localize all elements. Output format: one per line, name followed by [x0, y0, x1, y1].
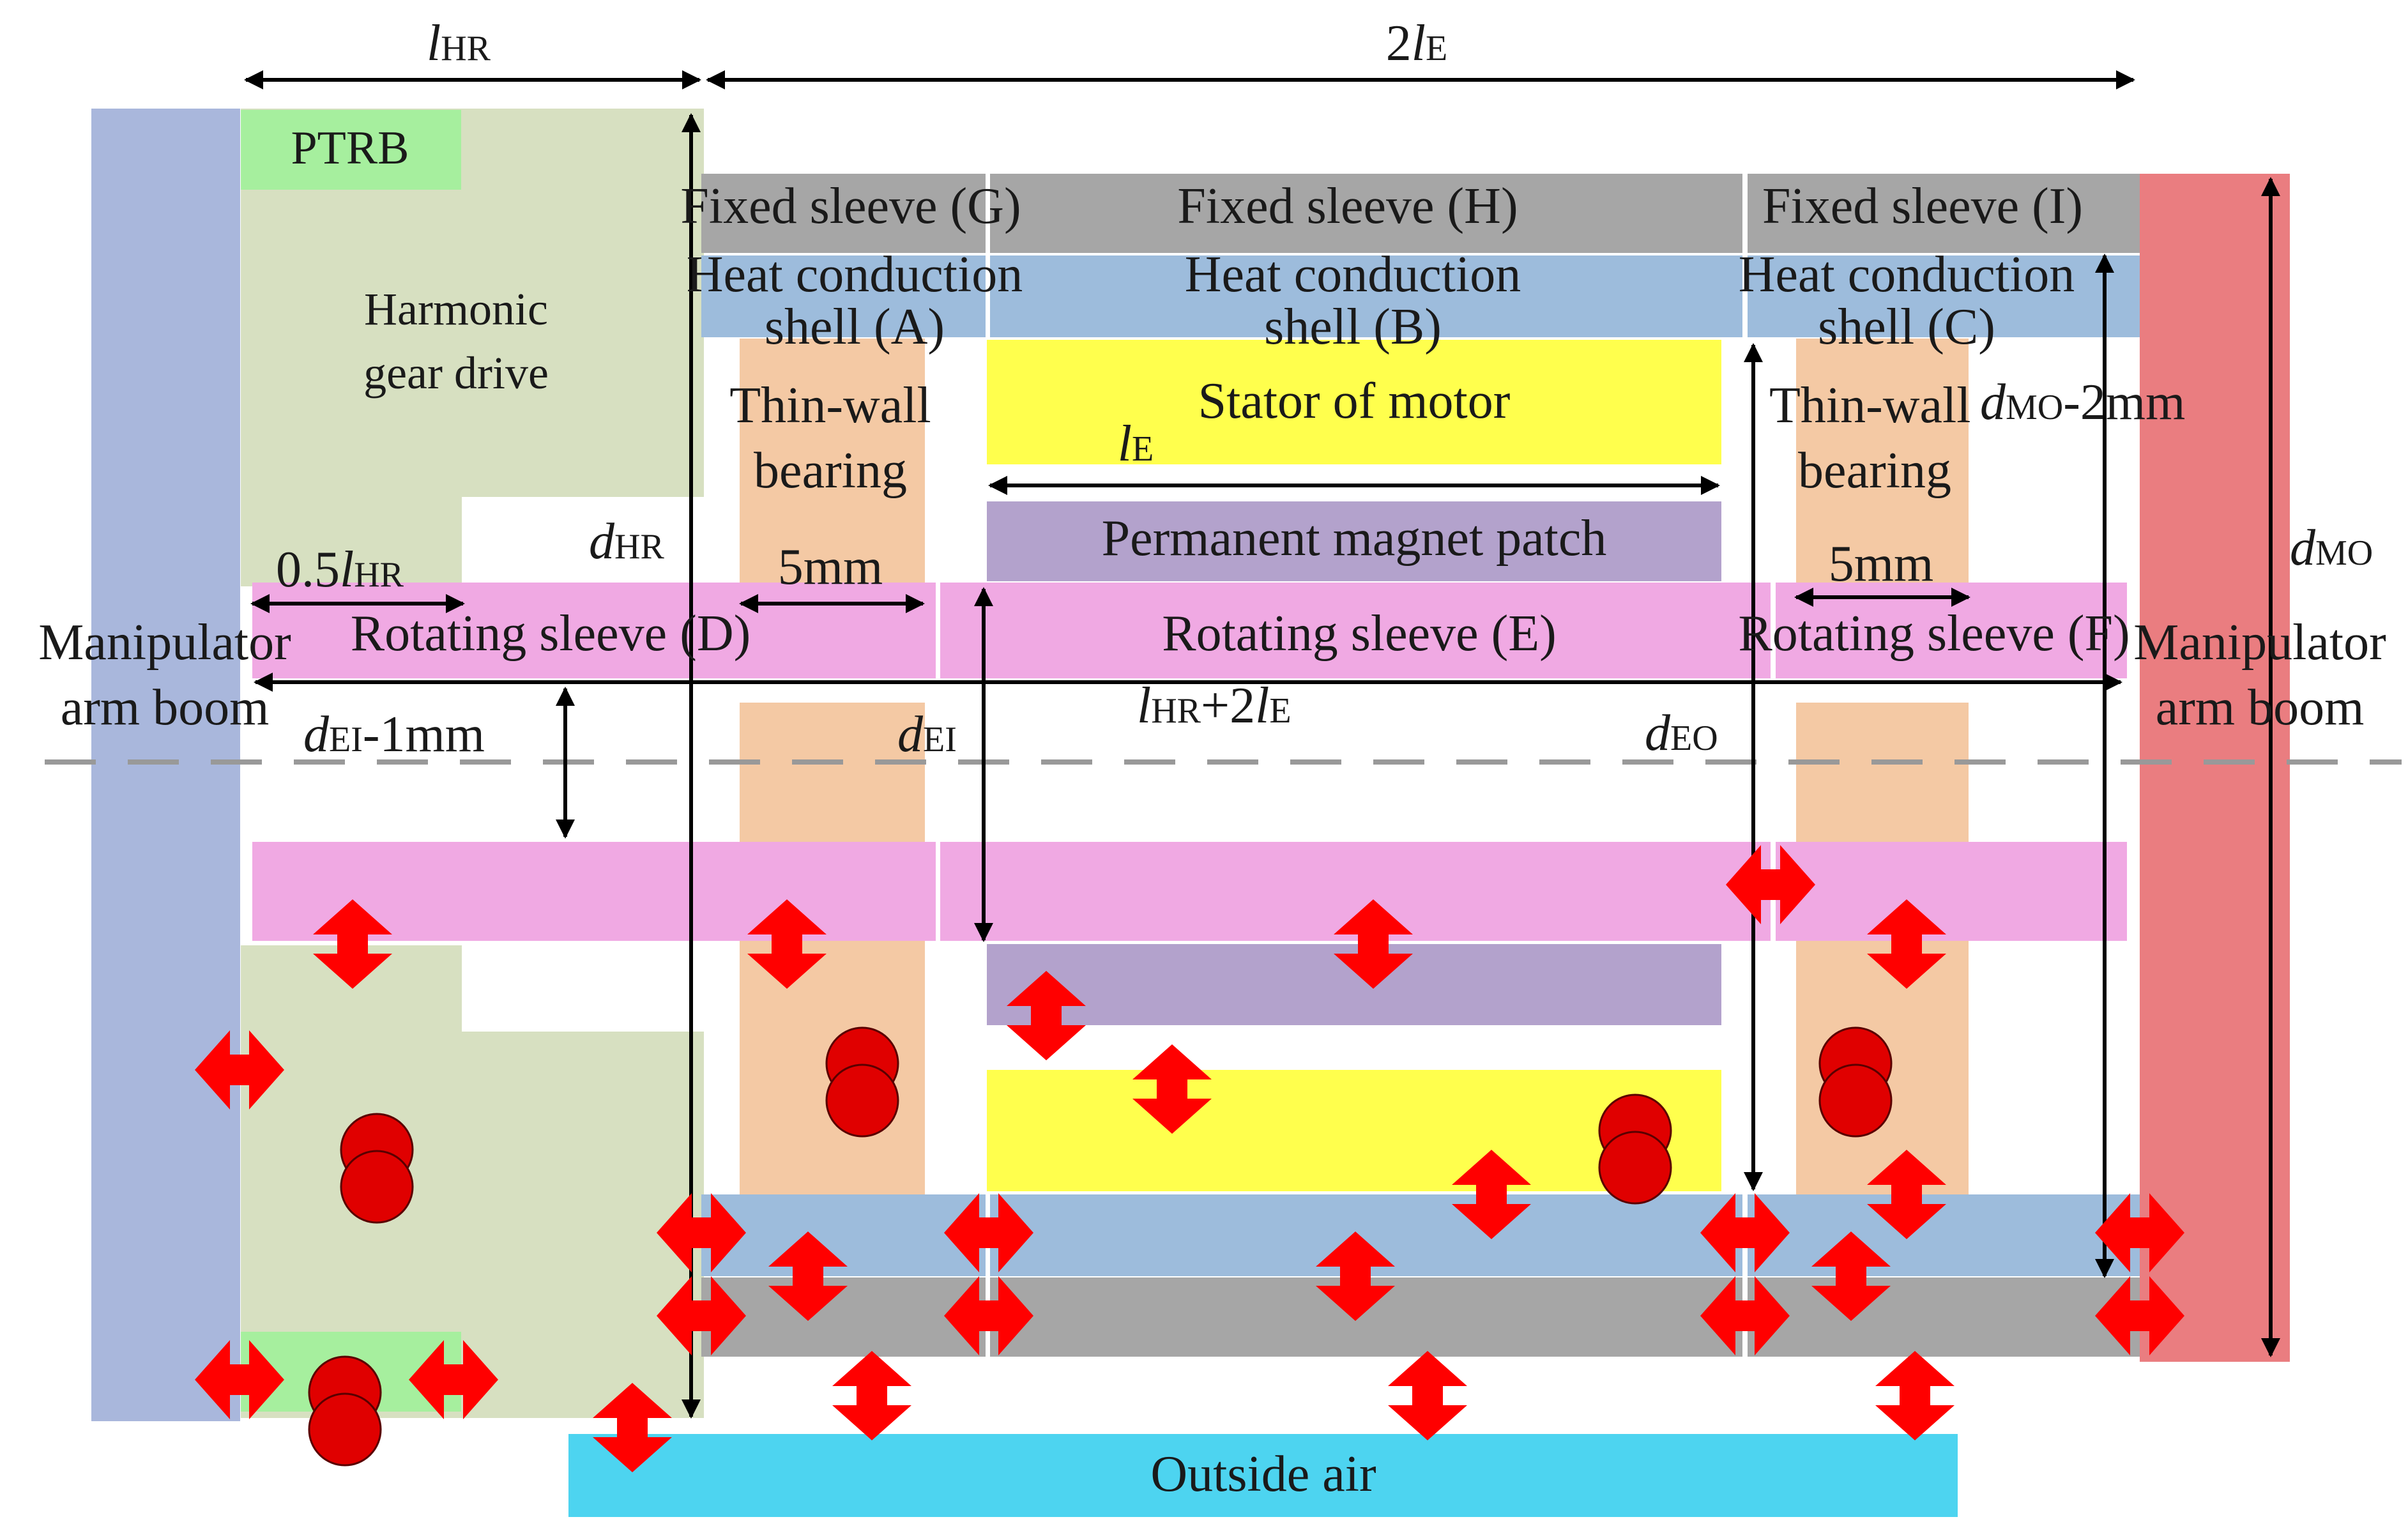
heat-arrow-6 — [1452, 1150, 1531, 1239]
fixed-sleeve-h — [990, 174, 1742, 253]
heat-arrow-23 — [1700, 1193, 1790, 1272]
label-d-mo-2mm: dMO-2mm — [1980, 374, 2186, 431]
harmonic-upper-notch — [462, 497, 704, 586]
label-bearing-left-2: bearing — [754, 443, 907, 499]
heat-shell-a — [701, 255, 986, 337]
heat-transfer-arrows — [195, 845, 2184, 1472]
label-shell-a-1: Heat conduction — [686, 247, 1023, 303]
label-shell-a-2: shell (A) — [764, 299, 945, 355]
thermal-node-0-1 — [340, 1150, 414, 1224]
label-shell-b-2: shell (B) — [1264, 299, 1442, 355]
heat-arrow-15 — [195, 1030, 284, 1109]
ptrb-upper — [241, 110, 461, 190]
heat-arrow-25 — [2095, 1193, 2184, 1272]
harmonic-lower-2 — [462, 1032, 704, 1418]
label-boom-right-1: Manipulator — [2133, 614, 2386, 671]
label-d-eo: dEO — [1645, 705, 1718, 761]
label-shell-c-1: Heat conduction — [1738, 247, 2075, 303]
label-rot-d: Rotating sleeve (D) — [350, 606, 751, 662]
label-shell-c-2: shell (C) — [1818, 299, 1995, 355]
heat-arrow-13 — [1875, 1351, 1955, 1440]
bearing-right-upper — [1796, 339, 1969, 588]
label-fixed-i: Fixed sleeve (I) — [1762, 178, 2084, 234]
label-bearing-right-1: Thin-wall — [1769, 377, 1971, 434]
label-harmonic-2: gear drive — [363, 347, 549, 399]
heat-arrow-2 — [1334, 899, 1413, 989]
label-d-hr: dHR — [589, 514, 664, 570]
heat-arrow-16 — [195, 1340, 284, 1419]
heat-arrow-14 — [593, 1383, 672, 1472]
heat-arrow-18 — [1726, 845, 1815, 924]
label-bearing-left-1: Thin-wall — [729, 377, 931, 434]
label-fixed-h: Fixed sleeve (H) — [1177, 178, 1518, 234]
rot-sleeve-f-lower — [1776, 842, 2127, 941]
dimension-lines — [244, 70, 2280, 1419]
heat-shell-b — [990, 255, 1742, 337]
heat-arrow-4 — [1007, 971, 1086, 1060]
heat-arrow-17 — [409, 1340, 498, 1419]
label-le: lE — [1117, 416, 1154, 472]
label-harmonic-1: Harmonic — [364, 284, 548, 335]
label-lhr-2le: lHR+2lE — [1137, 678, 1292, 734]
fixed-sleeve-lower-i — [1748, 1277, 2140, 1357]
bearing-left-upper — [740, 339, 925, 588]
heat-arrow-22 — [944, 1276, 1033, 1355]
heat-arrow-19 — [657, 1193, 746, 1272]
label-outside-air: Outside air — [1150, 1446, 1376, 1502]
heat-arrow-24 — [1700, 1276, 1790, 1355]
heat-shell-lower-c — [1748, 1194, 2140, 1276]
boom-left — [91, 109, 240, 1421]
heat-arrow-20 — [657, 1276, 746, 1355]
label-fixed-g: Fixed sleeve (G) — [680, 178, 1021, 234]
label-5mm-right: 5mm — [1828, 536, 1934, 592]
label-l-hr: lHR — [426, 15, 491, 72]
thermal-node-2-1 — [1598, 1131, 1672, 1205]
label-bearing-right-2: bearing — [1798, 443, 1951, 499]
label-shell-b-1: Heat conduction — [1184, 247, 1521, 303]
heat-arrow-3 — [1867, 899, 1946, 989]
label-d-ei: dEI — [897, 706, 957, 763]
heat-arrow-8 — [768, 1231, 848, 1321]
heat-arrow-0 — [313, 899, 392, 989]
thermal-node-1-1 — [825, 1064, 899, 1138]
heat-arrow-12 — [1388, 1351, 1467, 1440]
label-boom-right-2: arm boom — [2155, 680, 2365, 736]
label-5mm-left: 5mm — [777, 539, 883, 595]
label-05lhr: 0.5lHR — [276, 542, 404, 598]
label-stator: Stator of motor — [1198, 373, 1511, 429]
heat-arrow-21 — [944, 1193, 1033, 1272]
heat-arrow-26 — [2095, 1276, 2184, 1355]
heat-arrow-5 — [1132, 1044, 1212, 1134]
label-d-mo: dMO — [2290, 520, 2374, 576]
rot-sleeve-e-upper — [940, 583, 1771, 678]
label-2le: 2lE — [1385, 15, 1448, 72]
label-rot-f: Rotating sleeve (F) — [1738, 606, 2130, 662]
harmonic-upper-step — [241, 497, 462, 586]
label-ptrb: PTRB — [291, 122, 409, 174]
label-magnet: Permanent magnet patch — [1101, 510, 1607, 567]
outside-air-block — [568, 1434, 1958, 1517]
heat-arrow-10 — [1811, 1231, 1891, 1321]
fixed-sleeve-lower-g — [701, 1277, 986, 1357]
thermal-nodes — [308, 1026, 1893, 1467]
heat-arrow-11 — [832, 1351, 911, 1440]
stator-upper — [987, 340, 1721, 464]
heat-shell-c — [1748, 255, 2140, 337]
thermal-node-4-1 — [308, 1392, 382, 1467]
label-boom-left-1: Manipulator — [38, 614, 291, 671]
heat-arrow-7 — [1867, 1150, 1946, 1239]
heat-shell-lower-a — [701, 1194, 986, 1276]
heat-arrow-1 — [747, 899, 827, 989]
fixed-sleeve-i — [1748, 174, 2140, 253]
heat-arrow-9 — [1316, 1231, 1395, 1321]
label-rot-e: Rotating sleeve (E) — [1162, 606, 1557, 662]
label-d-ei-1mm: dEI-1mm — [303, 706, 485, 763]
label-boom-left-2: arm boom — [60, 680, 270, 736]
fixed-sleeve-g — [701, 174, 986, 253]
thermal-node-3-1 — [1818, 1064, 1893, 1138]
magnet-upper — [987, 501, 1721, 581]
